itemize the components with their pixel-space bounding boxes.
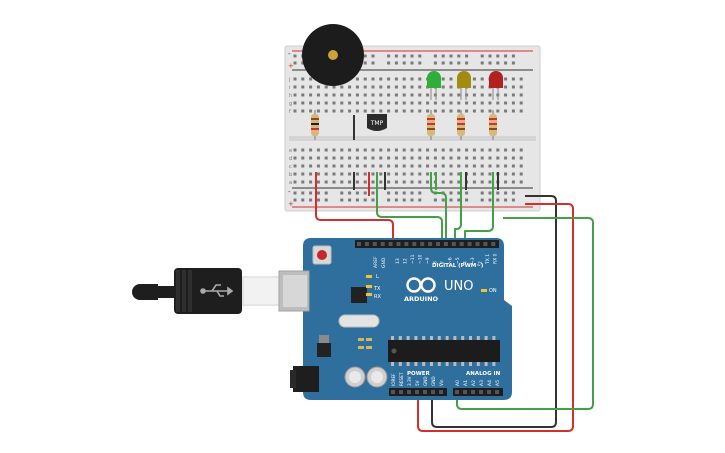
led-yellow[interactable] xyxy=(457,71,471,100)
row-letter: a xyxy=(289,180,292,186)
digital-pin-label: ~9 xyxy=(425,257,431,264)
digital-pin-label: TX 1 xyxy=(485,254,491,265)
led-red[interactable] xyxy=(489,71,503,100)
power-pin-label: GND xyxy=(431,376,436,386)
power-pin-label: IOREF xyxy=(391,373,396,386)
usb-cable[interactable] xyxy=(132,268,280,314)
row-letter: g xyxy=(289,101,292,107)
led-green[interactable] xyxy=(427,71,441,100)
analog-label: ANALOG IN xyxy=(466,371,501,377)
digital-header[interactable] xyxy=(355,240,499,248)
wire-black-gnd xyxy=(431,195,557,428)
wire-red-temp xyxy=(315,172,394,245)
l-led-label: L xyxy=(376,274,379,280)
power-pin-label: 5V xyxy=(415,380,420,386)
row-letter: h xyxy=(289,93,292,99)
row-letter: b xyxy=(289,172,292,178)
row-letter: i xyxy=(289,85,290,91)
board-logo-text: ARDUINO xyxy=(404,295,439,303)
power-pin-label: GND xyxy=(423,376,428,386)
row-letter: j xyxy=(288,77,290,83)
on-led-label: ON xyxy=(489,288,497,294)
digital-pin-label: 7 xyxy=(440,261,446,264)
digital-pin-label: RX 0 xyxy=(493,253,499,264)
resistor-2[interactable] xyxy=(427,110,435,140)
rail-minus-label-bottom: - xyxy=(288,188,291,196)
analog-pin-label: A5 xyxy=(495,380,501,386)
temperature-sensor[interactable]: TMP xyxy=(367,114,387,131)
wire-green-led3 xyxy=(464,172,494,245)
resistor-3[interactable] xyxy=(457,110,465,140)
wire-green-a0 xyxy=(456,217,594,410)
power-pin-label: RESET xyxy=(399,372,404,386)
rail-plus-label: + xyxy=(288,62,294,70)
digital-pin-label: ~5 xyxy=(455,257,461,264)
row-letter: d xyxy=(289,156,292,162)
rx-led-label: RX xyxy=(374,294,381,300)
digital-pin-label: 12 xyxy=(403,258,409,264)
digital-pin-label: 4 xyxy=(463,261,469,264)
analog-pin-label: A1 xyxy=(463,380,469,386)
analog-pin-label: A4 xyxy=(487,380,493,386)
piezo-buzzer-icon[interactable] xyxy=(302,24,364,86)
analog-pin-label: A2 xyxy=(471,380,477,386)
wire-red-5v xyxy=(417,203,574,432)
power-pin-label: Vin xyxy=(439,379,444,386)
power-pin-label: 3.3V xyxy=(407,376,412,386)
resistor-1[interactable] xyxy=(311,110,319,140)
row-letter: c xyxy=(289,164,292,170)
digital-pin-label: 8 xyxy=(433,261,439,264)
wire-green-sensor xyxy=(376,172,443,245)
power-label: POWER xyxy=(407,371,431,377)
wire-green-led1 xyxy=(430,172,447,245)
resistor-4[interactable] xyxy=(489,110,497,140)
analog-header[interactable] xyxy=(453,388,503,396)
digital-pin-label: ~11 xyxy=(410,254,416,264)
wires[interactable] xyxy=(315,172,594,432)
digital-pin-label: ~10 xyxy=(418,254,424,264)
row-letter: f xyxy=(289,109,291,115)
digital-pin-label: ~3 xyxy=(470,257,476,264)
gnd-label: GND xyxy=(381,257,387,268)
analog-pin-label: A3 xyxy=(479,380,485,386)
analog-pin-label: A0 xyxy=(455,380,461,386)
board-model-text: UNO xyxy=(444,279,473,294)
rail-minus-label: - xyxy=(288,50,291,58)
wire-green-led2 xyxy=(454,172,462,245)
digital-pin-label: 13 xyxy=(395,258,401,264)
microcontroller-chip xyxy=(388,340,500,362)
rail-plus-label-bottom: + xyxy=(288,200,294,208)
usb-icon xyxy=(200,284,234,297)
row-letter: e xyxy=(289,148,292,154)
digital-label: DIGITAL (PWM~) xyxy=(432,263,484,269)
tx-led-label: TX xyxy=(373,286,381,292)
digital-pin-label: 2 xyxy=(478,261,484,264)
aref-label: AREF xyxy=(373,256,379,268)
digital-pin-label: ~6 xyxy=(448,257,454,264)
arduino-logo-icon xyxy=(406,277,436,293)
sensor-label: TMP xyxy=(370,120,384,127)
